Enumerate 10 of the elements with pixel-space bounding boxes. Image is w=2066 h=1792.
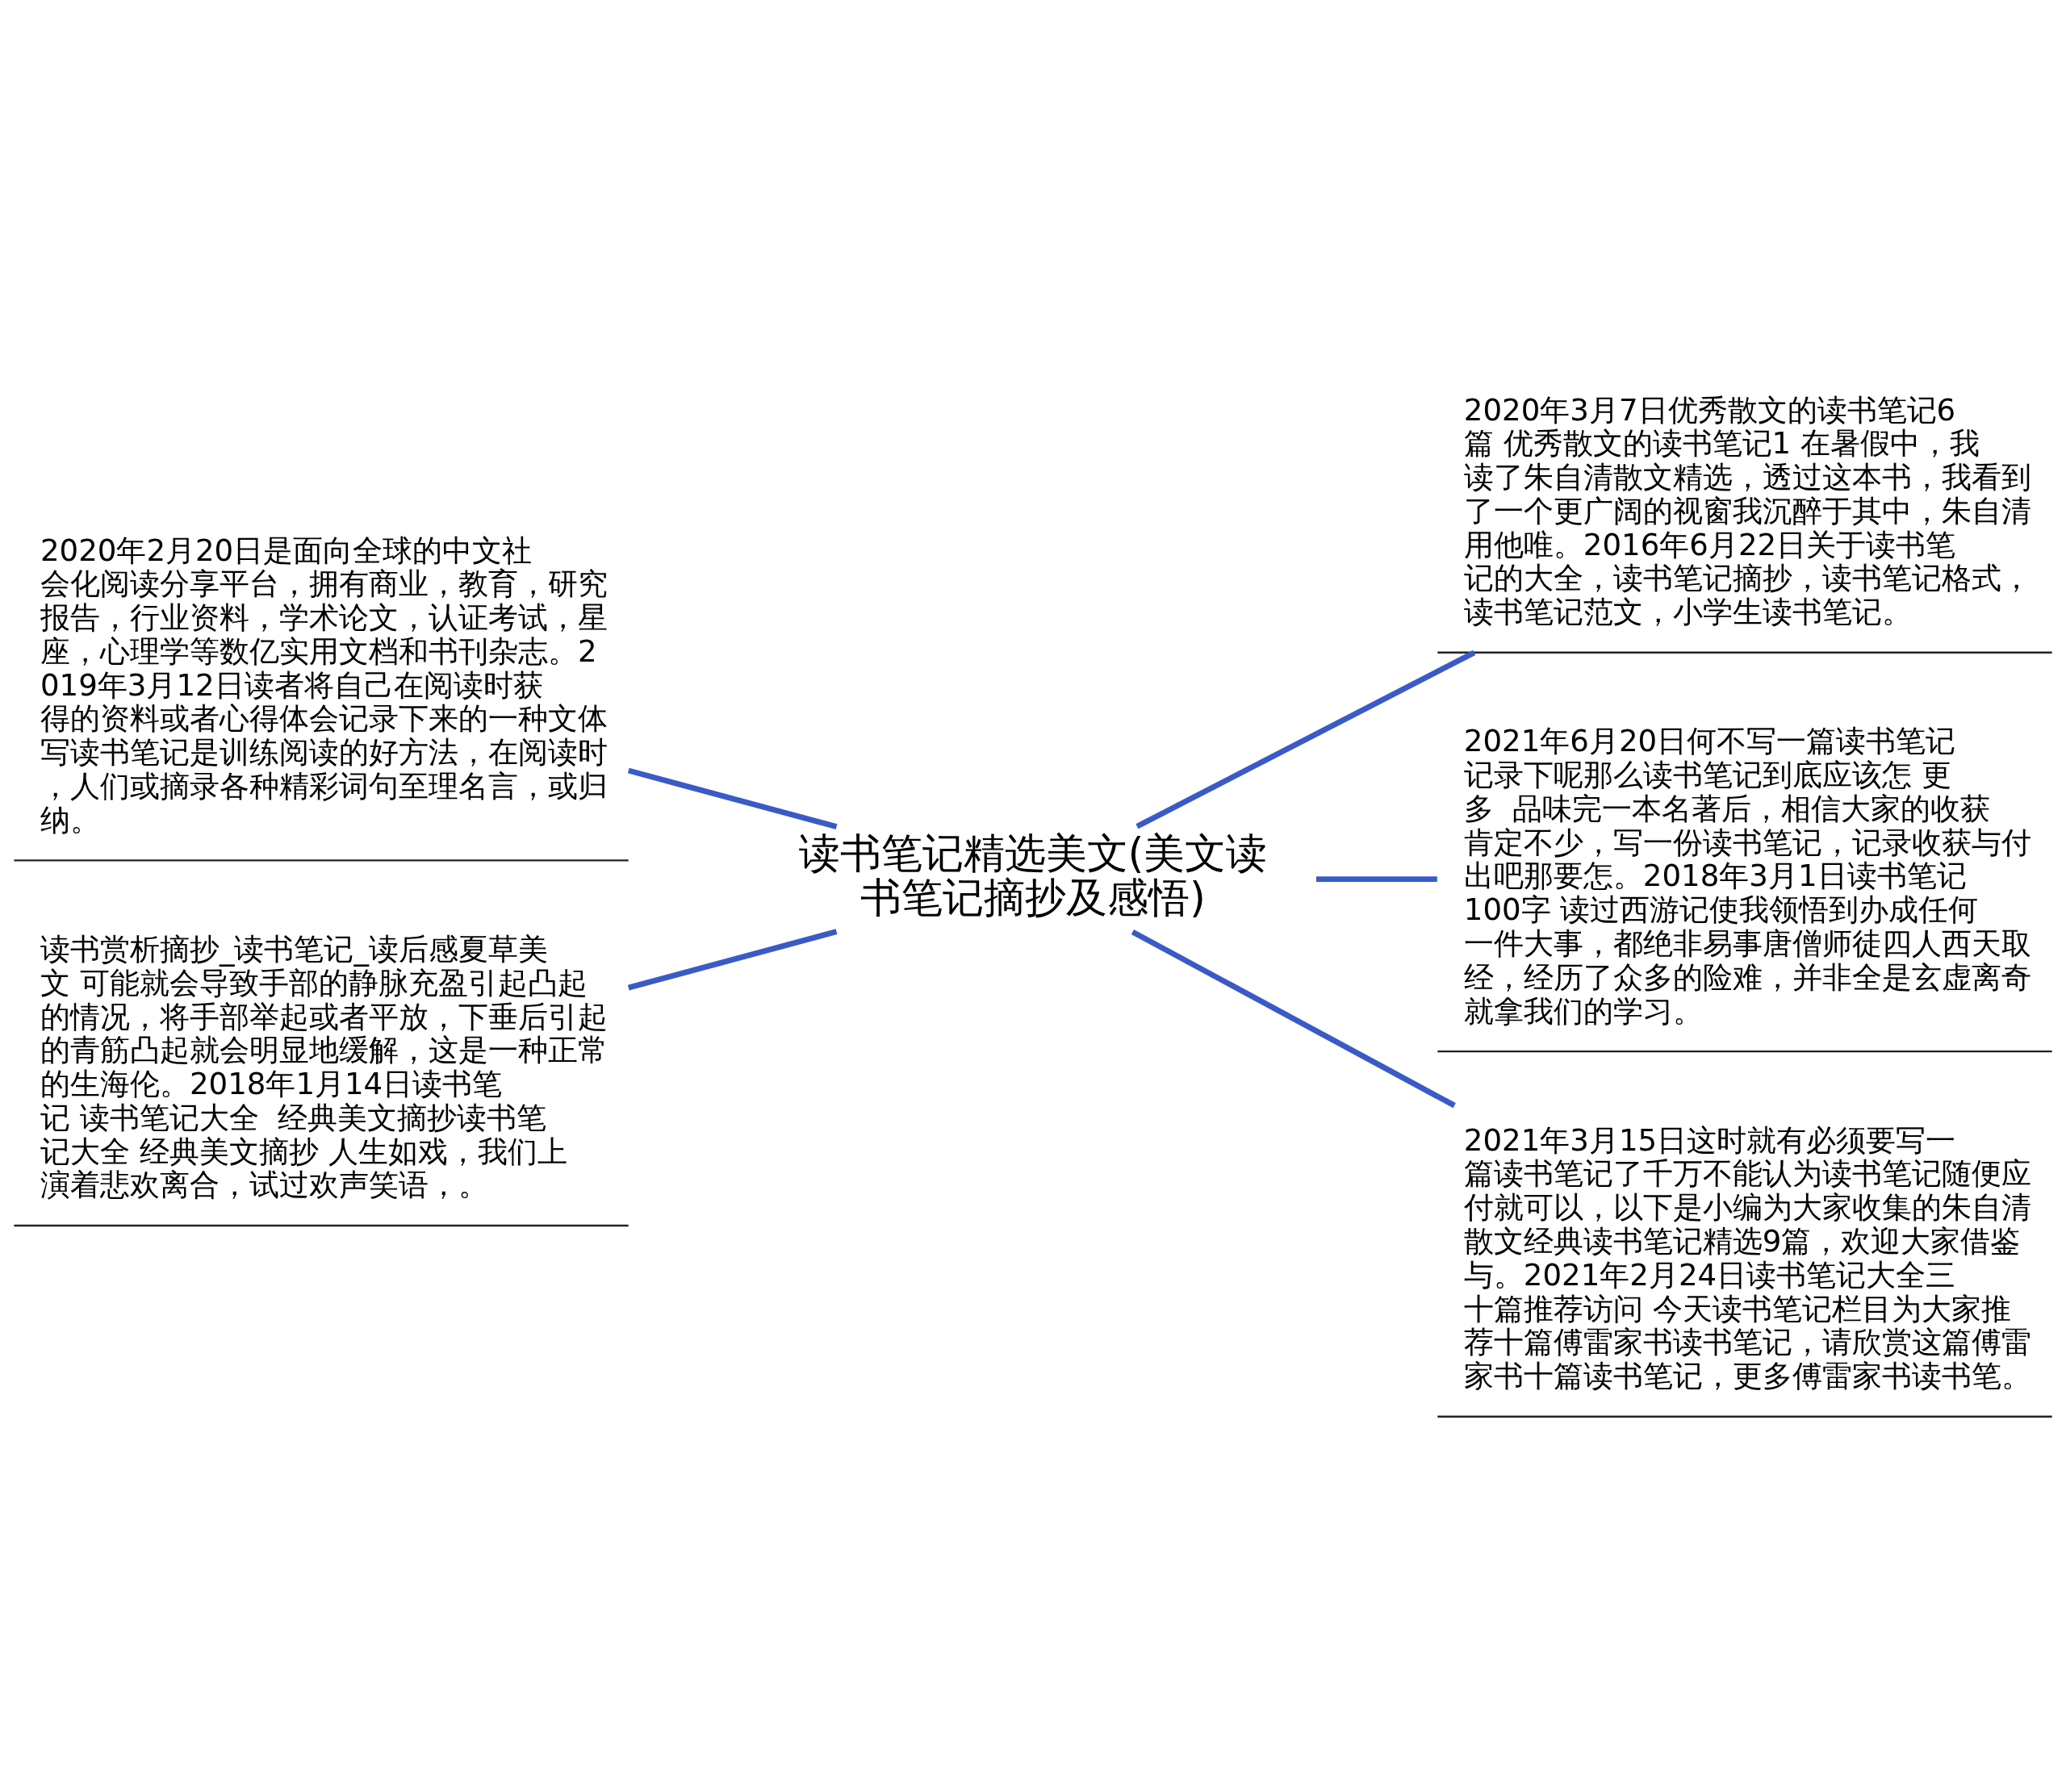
node-text: 读书赏析摘抄_读书笔记_读后感夏草美文 可能就会导致手部的静脉充盈引起凸起的情况，将手部举起或者平放，下垂后引起的青筋凸起就会明显地缓解，这是一种正常的生海伦。2018年1月14日读书笔记 读书笔记大全 经典美文摘抄读书笔记大全 经典美文摘抄 人生如戏，我们上演着悲欢离合，试过欢声笑语，。 <box>40 931 608 1203</box>
connector <box>627 929 838 991</box>
node-text: 2020年2月20日是面向全球的中文社会化阅读分享平台，拥有商业，教育，研究报告，行业资料，学术论文，认证考试，星座，心理学等数亿实用文档和书刊杂志。2019年3月12日读者将自己在阅读时获得的资料或者心得体会记录下来的一种文体写读书笔记是训练阅读的好方法，在阅读时，人们或摘录各种精彩词句至理名言，或归纳。 <box>40 533 608 838</box>
node-text: 2021年3月15日这时就有必须要写一篇读书笔记了千万不能认为读书笔记随便应付就可以，以下是小编为大家收集的朱自清散文经典读书笔记精选9篇，欢迎大家借鉴与。2021年2月24日读书笔记大全三十篇推荐访问 今天读书笔记栏目为大家推荐十篇傅雷家书读书笔记，请欣赏这篇傅雷家书十篇读书笔记，更多傅雷家书读书笔。 <box>1463 1122 2031 1394</box>
node-text: 2021年6月20日何不写一篇读书笔记记录下呢那么读书笔记到底应该怎 更多 品味完一本名著后，相信大家的收获肯定不少，写一份读书笔记，记录收获与付出吧那要怎。2018年3月1日读书笔记100字 读过西游记使我领悟到办成任何一件大事，都绝非易事唐僧师徒四人西天取经，经历了众多的险难，并非全是玄虚离奇就拿我们的学习。 <box>1463 724 2031 1029</box>
connector <box>1135 650 1476 829</box>
node-text: 2020年3月7日优秀散文的读书笔记6篇 优秀散文的读书笔记1 在暑假中，我读了朱自清散文精选，透过这本书，我看到了一个更广阔的视窗我沉醉于其中，朱自清用他唯。2016年6月22日关于读书笔记的大全，读书笔记摘抄，读书笔记格式，读书笔记范文，小学生读书笔记。 <box>1463 392 2031 630</box>
node-text: 读书笔记精选美文(美文读书笔记摘抄及感悟) <box>798 829 1268 922</box>
connector <box>627 767 838 829</box>
connector <box>1131 929 1456 1109</box>
